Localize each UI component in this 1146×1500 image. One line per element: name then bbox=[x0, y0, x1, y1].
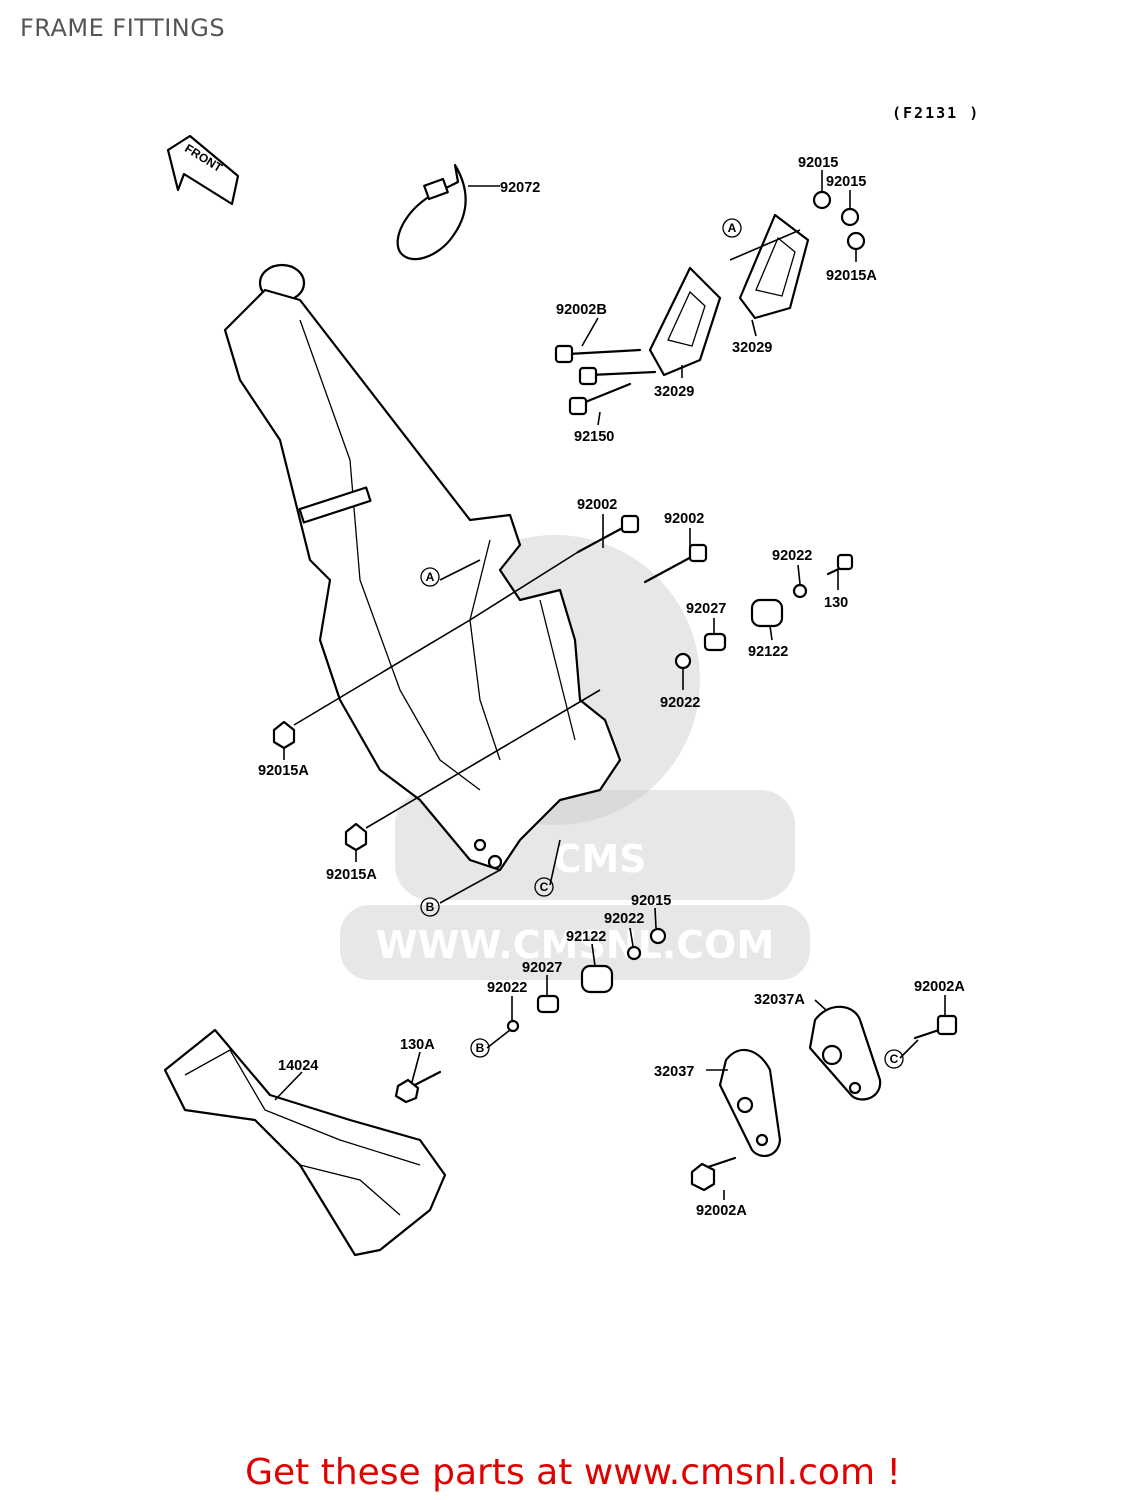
callout-A-frame: A bbox=[420, 567, 440, 587]
call-to-action-link[interactable]: Get these parts at www.cmsnl.com ! bbox=[245, 1452, 901, 1493]
part-label-92122: 92122 bbox=[566, 929, 606, 945]
part-label-92015A: 92015A bbox=[326, 867, 377, 883]
callout-B-frame: B bbox=[420, 897, 440, 917]
part-label-14024: 14024 bbox=[278, 1058, 318, 1074]
cable-band-icon bbox=[396, 163, 467, 261]
part-label-92022: 92022 bbox=[487, 980, 527, 996]
part-label-92022: 92022 bbox=[660, 695, 700, 711]
callout-B-lower: B bbox=[470, 1038, 490, 1058]
part-label-92002A: 92002A bbox=[914, 979, 965, 995]
motorcycle-frame bbox=[223, 263, 622, 872]
svg-text:C: C bbox=[540, 880, 549, 894]
figure-code: (F2131 ) bbox=[892, 104, 981, 122]
svg-text:C: C bbox=[890, 1052, 899, 1066]
part-label-32037A: 32037A bbox=[754, 992, 805, 1008]
svg-text:B: B bbox=[476, 1041, 485, 1055]
callout-A-upper: A bbox=[722, 218, 742, 238]
part-label-92002A: 92002A bbox=[696, 1203, 747, 1219]
part-label-92022: 92022 bbox=[772, 548, 812, 564]
svg-text:A: A bbox=[426, 570, 435, 584]
front-arrow: FRONT bbox=[166, 134, 240, 206]
part-label-92027: 92027 bbox=[686, 601, 726, 617]
watermark-url: WWW.CMSNL.COM bbox=[376, 923, 775, 967]
callout-C-lower: C bbox=[884, 1049, 904, 1069]
part-number-labels: 92072 92015 92015 92015A 92002B 32029 32… bbox=[258, 155, 965, 1219]
callout-C-frame: C bbox=[534, 877, 554, 897]
part-label-92015: 92015 bbox=[631, 893, 671, 909]
watermark-brand: CMS bbox=[553, 837, 646, 881]
part-label-92015: 92015 bbox=[826, 174, 866, 190]
mount-plate-icons bbox=[648, 213, 810, 377]
part-label-32029: 32029 bbox=[654, 384, 694, 400]
part-label-92015A: 92015A bbox=[258, 763, 309, 779]
svg-text:A: A bbox=[728, 221, 737, 235]
leader-lines bbox=[274, 170, 946, 1200]
part-label-92015: 92015 bbox=[798, 155, 838, 171]
skid-plate-icon bbox=[163, 1028, 447, 1257]
part-label-92002B: 92002B bbox=[556, 302, 607, 318]
part-label-92072: 92072 bbox=[500, 180, 540, 196]
part-label-92015A: 92015A bbox=[826, 268, 877, 284]
page-title: FRAME FITTINGS bbox=[20, 14, 226, 42]
bracket-icons bbox=[718, 1005, 882, 1158]
fastener-icons bbox=[272, 190, 958, 1192]
part-label-92027: 92027 bbox=[522, 960, 562, 976]
part-label-92022: 92022 bbox=[604, 911, 644, 927]
watermark-url-plate bbox=[340, 905, 810, 980]
part-label-32037: 32037 bbox=[654, 1064, 694, 1080]
part-label-130: 130 bbox=[824, 595, 848, 611]
part-label-92002: 92002 bbox=[577, 497, 617, 513]
svg-text:B: B bbox=[426, 900, 435, 914]
part-label-32029: 32029 bbox=[732, 340, 772, 356]
part-label-130A: 130A bbox=[400, 1037, 435, 1053]
part-label-92122: 92122 bbox=[748, 644, 788, 660]
part-label-92150: 92150 bbox=[574, 429, 614, 445]
part-label-92002: 92002 bbox=[664, 511, 704, 527]
parts-diagram: CMS WWW.CMSNL.COM FRONT bbox=[163, 134, 965, 1257]
